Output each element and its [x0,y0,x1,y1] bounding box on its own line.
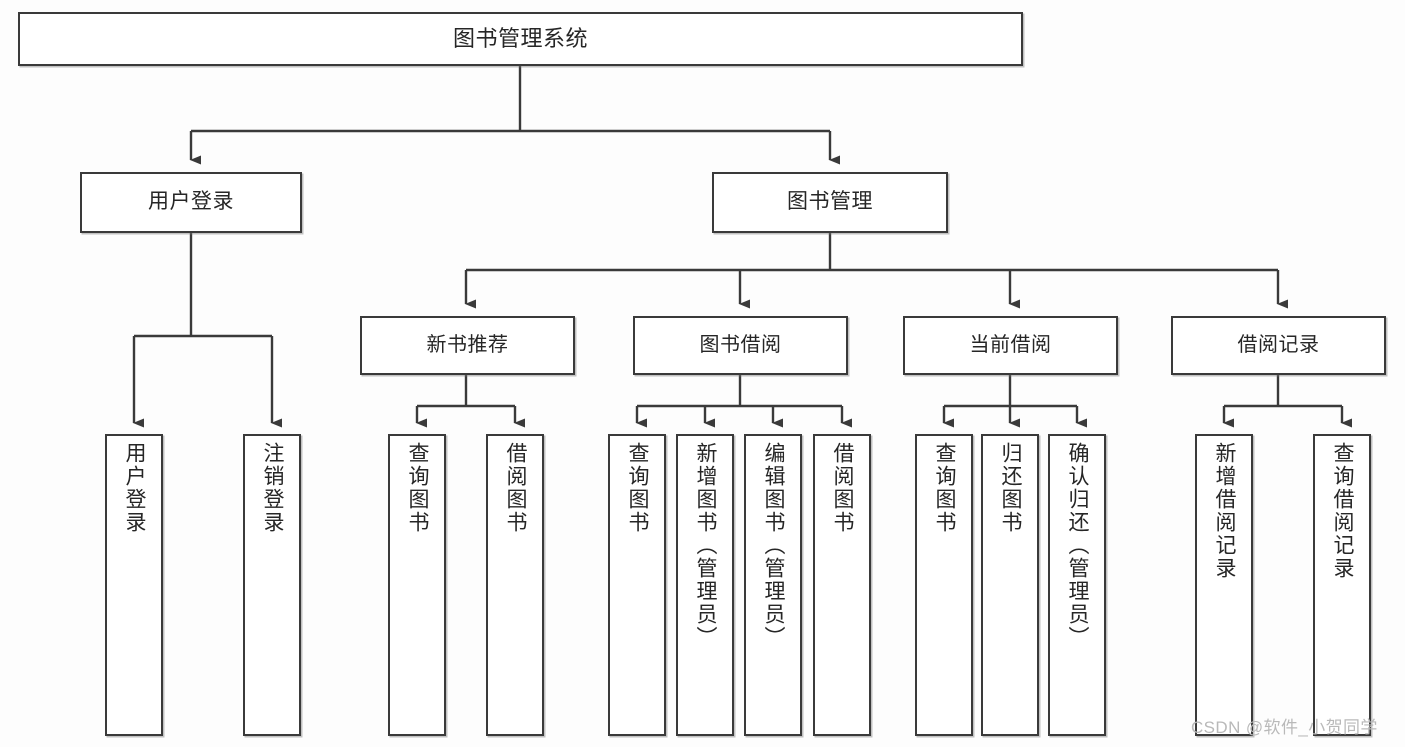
node-label: 新增借阅记录 [1213,442,1237,580]
node-label: 查询图书 [406,442,430,534]
node-label: 用户登录 [123,442,147,534]
node-label: 借阅图书 [504,442,528,534]
leaf-user-login-logout[interactable]: 注销登录 [243,434,301,736]
node-root-system[interactable]: 图书管理系统 [18,12,1023,66]
leaf-borrow-edit-book-admin[interactable]: 编辑图书（管理员） [744,434,802,736]
node-book-borrow[interactable]: 图书借阅 [633,316,848,375]
node-new-book-recommend[interactable]: 新书推荐 [360,316,575,375]
leaf-user-login-login[interactable]: 用户登录 [105,434,163,736]
leaf-borrow-borrow-book[interactable]: 借阅图书 [813,434,871,736]
leaf-recommend-query-book[interactable]: 查询图书 [388,434,446,736]
node-label: 查询借阅记录 [1331,442,1355,580]
node-label: 注销登录 [261,442,285,534]
leaf-current-return-book[interactable]: 归还图书 [981,434,1039,736]
node-label: 新书推荐 [426,333,509,356]
node-label: 借阅图书 [831,442,855,534]
node-label: 图书借阅 [699,333,782,356]
leaf-borrow-add-book-admin[interactable]: 新增图书（管理员） [676,434,734,736]
leaf-current-query-book[interactable]: 查询图书 [915,434,973,736]
node-book-management[interactable]: 图书管理 [712,172,948,233]
node-label: 确认归还（管理员） [1066,442,1090,649]
node-user-login[interactable]: 用户登录 [80,172,302,233]
node-label: 新增图书（管理员） [694,442,718,649]
node-borrow-record[interactable]: 借阅记录 [1171,316,1386,375]
node-label: 图书管理系统 [452,26,588,52]
node-current-borrow[interactable]: 当前借阅 [903,316,1118,375]
node-label: 编辑图书（管理员） [762,442,786,649]
leaf-current-confirm-return-admin[interactable]: 确认归还（管理员） [1048,434,1106,736]
node-label: 查询图书 [933,442,957,534]
node-label: 借阅记录 [1237,333,1320,356]
node-label: 图书管理 [787,190,873,214]
leaf-record-query-record[interactable]: 查询借阅记录 [1313,434,1371,736]
node-label: 用户登录 [148,190,234,214]
leaf-record-add-record[interactable]: 新增借阅记录 [1195,434,1253,736]
leaf-borrow-query-book[interactable]: 查询图书 [608,434,666,736]
node-label: 归还图书 [999,442,1023,534]
node-label: 当前借阅 [969,333,1052,356]
watermark-text: CSDN @软件_小贺同学 [1191,718,1378,737]
leaf-recommend-borrow-book[interactable]: 借阅图书 [486,434,544,736]
node-label: 查询图书 [626,442,650,534]
